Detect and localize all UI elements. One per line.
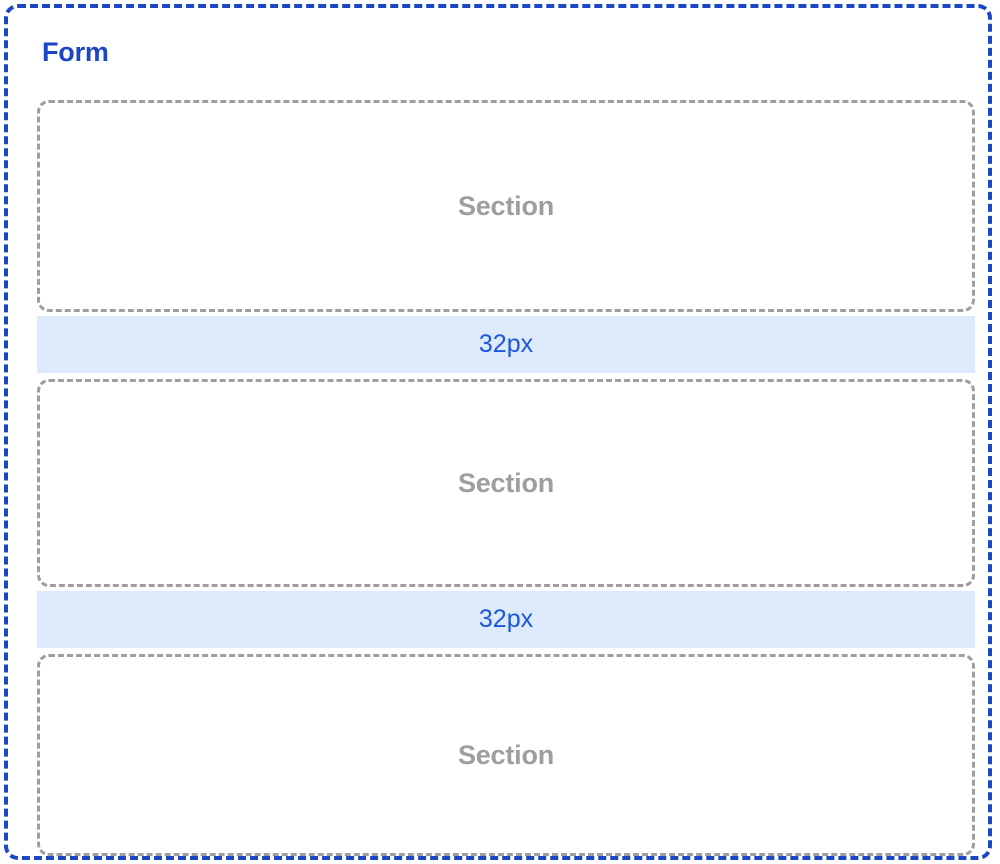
spacer-label: 32px: [478, 605, 534, 633]
form-label: Form: [42, 37, 109, 67]
spacer-band: 32px: [37, 591, 975, 648]
form-container: Form Section 32px Section 32px Section: [4, 4, 992, 860]
section-box: Section: [37, 100, 975, 312]
section-box: Section: [37, 379, 975, 587]
section-label: Section: [457, 739, 555, 770]
spacer-band: 32px: [37, 316, 975, 373]
section-stack: Section 32px Section 32px Section: [37, 100, 975, 856]
section-label: Section: [457, 190, 555, 221]
section-label: Section: [457, 467, 555, 498]
spacer-label: 32px: [478, 330, 534, 358]
section-box: Section: [37, 654, 975, 856]
